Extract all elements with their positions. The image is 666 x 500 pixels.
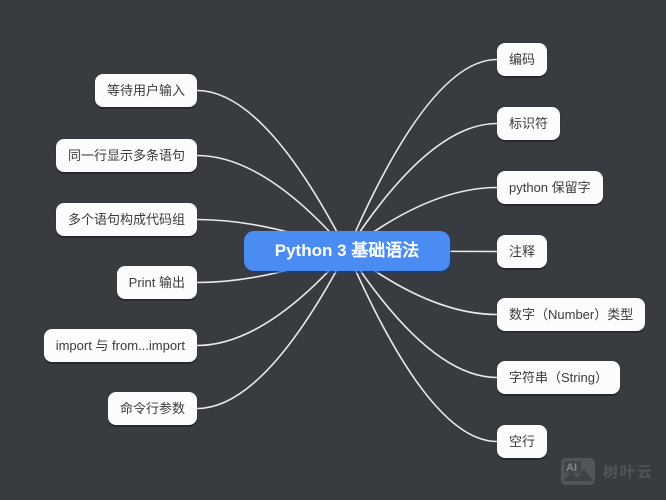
node-reserved-words[interactable]: python 保留字 bbox=[497, 171, 603, 204]
node-blank-line[interactable]: 空行 bbox=[497, 425, 548, 458]
node-string-type[interactable]: 字符串（String） bbox=[497, 361, 620, 394]
node-print-output[interactable]: Print 输出 bbox=[116, 266, 197, 299]
node-wait-user-input[interactable]: 等待用户输入 bbox=[94, 74, 197, 107]
picture-ai-logo-icon: AI bbox=[560, 458, 595, 485]
watermark-brand-text: 树叶云 bbox=[602, 464, 654, 481]
node-number-type[interactable]: 数字（Number）类型 bbox=[497, 298, 646, 331]
node-encoding[interactable]: 编码 bbox=[497, 43, 548, 76]
node-identifier[interactable]: 标识符 bbox=[497, 107, 561, 140]
node-multiple-statements-one-line[interactable]: 同一行显示多条语句 bbox=[55, 139, 197, 172]
watermark: AI 树叶云 bbox=[560, 457, 654, 486]
node-import-from-import[interactable]: import 与 from...import bbox=[43, 329, 197, 362]
node-command-line-args[interactable]: 命令行参数 bbox=[107, 392, 197, 425]
node-statement-code-group[interactable]: 多个语句构成代码组 bbox=[55, 203, 197, 236]
central-topic[interactable]: Python 3 基础语法 bbox=[244, 231, 450, 271]
node-comments[interactable]: 注释 bbox=[497, 235, 548, 268]
svg-text:AI: AI bbox=[566, 462, 577, 474]
